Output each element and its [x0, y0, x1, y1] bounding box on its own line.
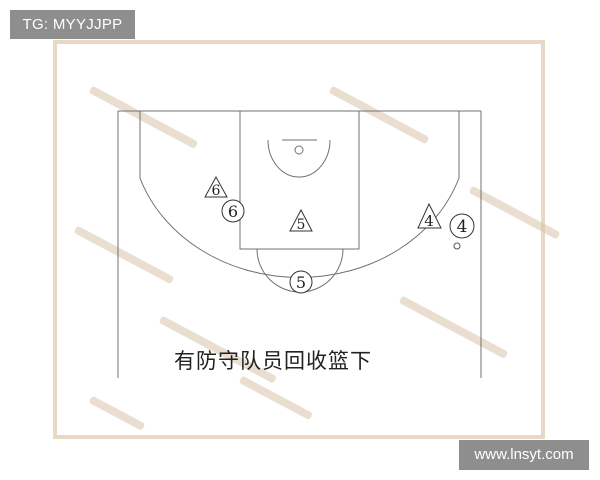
- basket-rim: [294, 145, 304, 155]
- defense-player-6: 6: [221, 199, 245, 223]
- diagram-frame: [53, 40, 545, 439]
- watermark-mark: [239, 376, 312, 420]
- defense-player-label: 5: [296, 273, 306, 292]
- offense-marker-triangle: [204, 175, 228, 198]
- offense-marker-triangle: [417, 202, 442, 229]
- watermark-mark: [89, 86, 198, 148]
- watermark-pattern: [74, 86, 560, 430]
- site-watermark-tag: www.lnsyt.com: [459, 440, 589, 470]
- ball-icon: [453, 242, 461, 250]
- diagram-caption: 有防守队员回收篮下: [174, 349, 372, 373]
- watermark-mark: [74, 226, 174, 284]
- defense-player-label: 4: [457, 217, 468, 237]
- defense-player-5: 5: [289, 270, 313, 294]
- watermark-mark: [329, 86, 429, 144]
- watermark-mark: [159, 316, 277, 383]
- watermark-mark: [399, 296, 508, 358]
- offense-player-label: 4: [424, 212, 434, 230]
- offense-player-label: 6: [212, 183, 221, 199]
- watermark-mark: [469, 186, 560, 239]
- defense-player-4: 4: [449, 213, 475, 239]
- defense-marker-circle: [221, 199, 245, 223]
- watermark-mark: [89, 396, 145, 430]
- free-throw-lane: [239, 110, 360, 250]
- restricted-arc: [267, 139, 331, 178]
- offense-player-label: 5: [297, 217, 306, 233]
- defense-marker-circle: [289, 270, 313, 294]
- offense-marker-triangle: [289, 208, 313, 232]
- offense-player-4: 4: [417, 202, 442, 230]
- defense-player-label: 6: [228, 202, 238, 221]
- offense-player-6: 6: [204, 175, 228, 199]
- offense-player-5: 5: [289, 208, 313, 233]
- corner-tag: TG: MYYJJPP: [10, 10, 135, 39]
- defense-marker-circle: [449, 213, 475, 239]
